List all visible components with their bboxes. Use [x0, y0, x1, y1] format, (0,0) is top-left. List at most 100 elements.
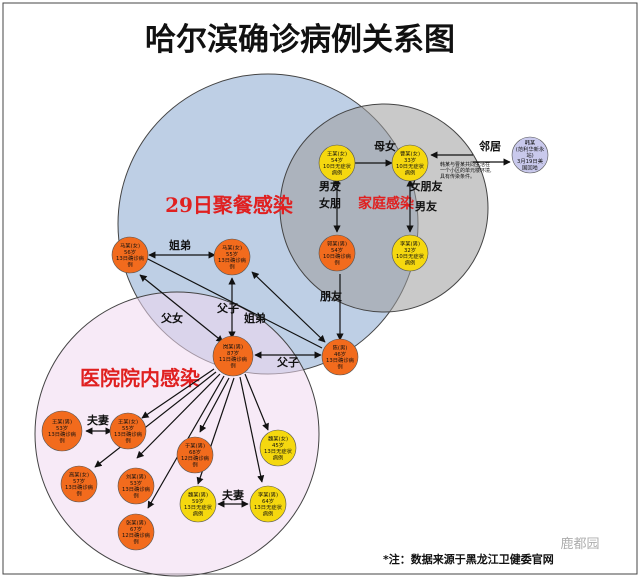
case-node-text: 54岁: [331, 246, 343, 254]
party-region-label: 29日聚餐感染: [165, 193, 294, 217]
case-node-text: 87岁: [227, 349, 239, 357]
case-node-text: 马某(女): [222, 244, 242, 252]
case-node-text: 于某(男): [185, 443, 205, 450]
case-node-circle: [60, 465, 98, 503]
edge-ma-chen: [139, 254, 323, 349]
rel-sister-brother-1: 姐弟: [169, 238, 191, 252]
case-node-text: 13日无症状: [254, 503, 283, 511]
case-node-text: 张某(男): [126, 519, 146, 527]
case-node-circle: [41, 410, 83, 452]
case-node-text: 55岁: [226, 250, 238, 258]
svg-text:具有传染条件。: 具有传染条件。: [440, 173, 475, 180]
svg-text:一个小区的单元楼环境,: 一个小区的单元楼环境,: [440, 167, 492, 174]
rel-sister-brother-2: 姐弟: [244, 311, 266, 325]
case-node-text: 10日无症状: [396, 252, 425, 260]
edge-ma2-chen: [251, 271, 326, 343]
rel-boyfriend-right: 男友: [415, 199, 437, 213]
case-node-text: 13日无症状: [264, 447, 293, 455]
case-node-text: 13日确诊病: [65, 483, 94, 491]
rel-girlfriend-left: 女朋: [319, 196, 341, 210]
case-node-text: 病例: [263, 509, 274, 517]
case-node-circle: [318, 234, 356, 272]
case-node-text: 53岁: [130, 479, 142, 487]
case-node-circle: [249, 485, 287, 523]
rel-mother-daughter: 母女: [374, 139, 396, 153]
case-node-text: 病例: [332, 168, 343, 176]
shared-note: 韩某与曹某共同生活在 一个小区的单元楼环境, 具有传染条件。: [440, 161, 492, 180]
family-region-label: 家庭感染: [358, 195, 415, 212]
case-node-text: 例: [230, 361, 235, 369]
case-node-text: 郭某(男): [327, 240, 347, 248]
case-node-text: 例: [334, 258, 339, 266]
case-node-text: 例: [133, 537, 138, 545]
footnote: *注：数据来源于黑龙江卫健委官网: [383, 552, 554, 566]
case-node-text: 13日无症状: [184, 503, 213, 511]
edge-gang-li2: [239, 376, 265, 483]
case-node-text: 12日确诊病: [181, 454, 210, 462]
case-node-text: 13日确诊病: [114, 430, 143, 438]
case-node-text: 岗某(男): [223, 344, 243, 351]
case-node-circle: [511, 136, 549, 174]
case-node-circle: [391, 144, 429, 182]
rel-father-son-1: 父子: [216, 302, 239, 315]
diagram-title: 哈尔滨确诊病例关系图: [145, 22, 455, 58]
case-node-text: 13日确诊病: [122, 485, 151, 493]
case-node-text: 54岁: [331, 156, 343, 164]
case-node-text: 例: [76, 489, 81, 497]
case-node-circle: [117, 467, 155, 505]
edge-ma-gang: [139, 274, 224, 343]
case-node-text: (范利华新永: [516, 145, 545, 153]
case-node-text: 例: [133, 491, 138, 499]
edge-gang-liu: [136, 373, 221, 459]
case-node-text: 56岁: [124, 248, 136, 256]
rel-boyfriend-left: 男友: [319, 179, 341, 193]
case-node-text: 例: [192, 460, 197, 468]
case-node-text: 例: [229, 262, 234, 270]
case-node-text: 10日无症状: [396, 162, 425, 170]
case-node-text: 10日确诊病: [323, 252, 352, 260]
case-node-text: 67岁: [130, 525, 142, 533]
rel-girlfriend-right: 女朋友: [410, 179, 443, 193]
case-node-text: 站): [526, 151, 533, 159]
rel-spouse-2: 夫妻: [222, 488, 244, 502]
case-node-text: 韩某: [525, 139, 536, 147]
edge-gang-yu: [199, 377, 230, 433]
case-node-circle: [212, 335, 254, 377]
case-nodes: 王某(女)54岁10日无症状病例曹某(女)33岁10日无症状病例韩某(范利华新永…: [41, 136, 549, 551]
case-node-circle: [318, 144, 356, 182]
case-node-text: 13日确诊病: [48, 430, 77, 438]
case-node-text: 王某(女): [327, 150, 347, 158]
case-node-text: 57岁: [73, 477, 85, 485]
case-node-text: 例: [337, 362, 342, 370]
case-node-text: 李某(男): [400, 240, 420, 248]
case-node-text: 13日确诊病: [326, 356, 355, 364]
svg-text:韩某与曹某共同生活在: 韩某与曹某共同生活在: [440, 161, 490, 168]
case-node-text: 魏某(女): [268, 435, 288, 443]
case-node-text: 13日确诊病: [218, 256, 247, 264]
case-node-text: 53岁: [56, 424, 68, 432]
case-node-circle: [109, 412, 147, 450]
case-node-text: 64岁: [262, 497, 274, 505]
case-node-text: 魏某(男): [188, 491, 208, 499]
watermark: 鹿都园: [560, 536, 599, 552]
case-node-circle: [213, 238, 251, 276]
case-node-text: 例: [127, 260, 132, 268]
case-node-circle: [321, 338, 359, 376]
case-node-circle: [176, 436, 214, 474]
case-node-text: 32岁: [404, 246, 416, 254]
case-node-text: 病例: [405, 258, 416, 266]
case-node-text: 病例: [405, 168, 416, 176]
case-node-text: 13日确诊病: [116, 254, 145, 262]
